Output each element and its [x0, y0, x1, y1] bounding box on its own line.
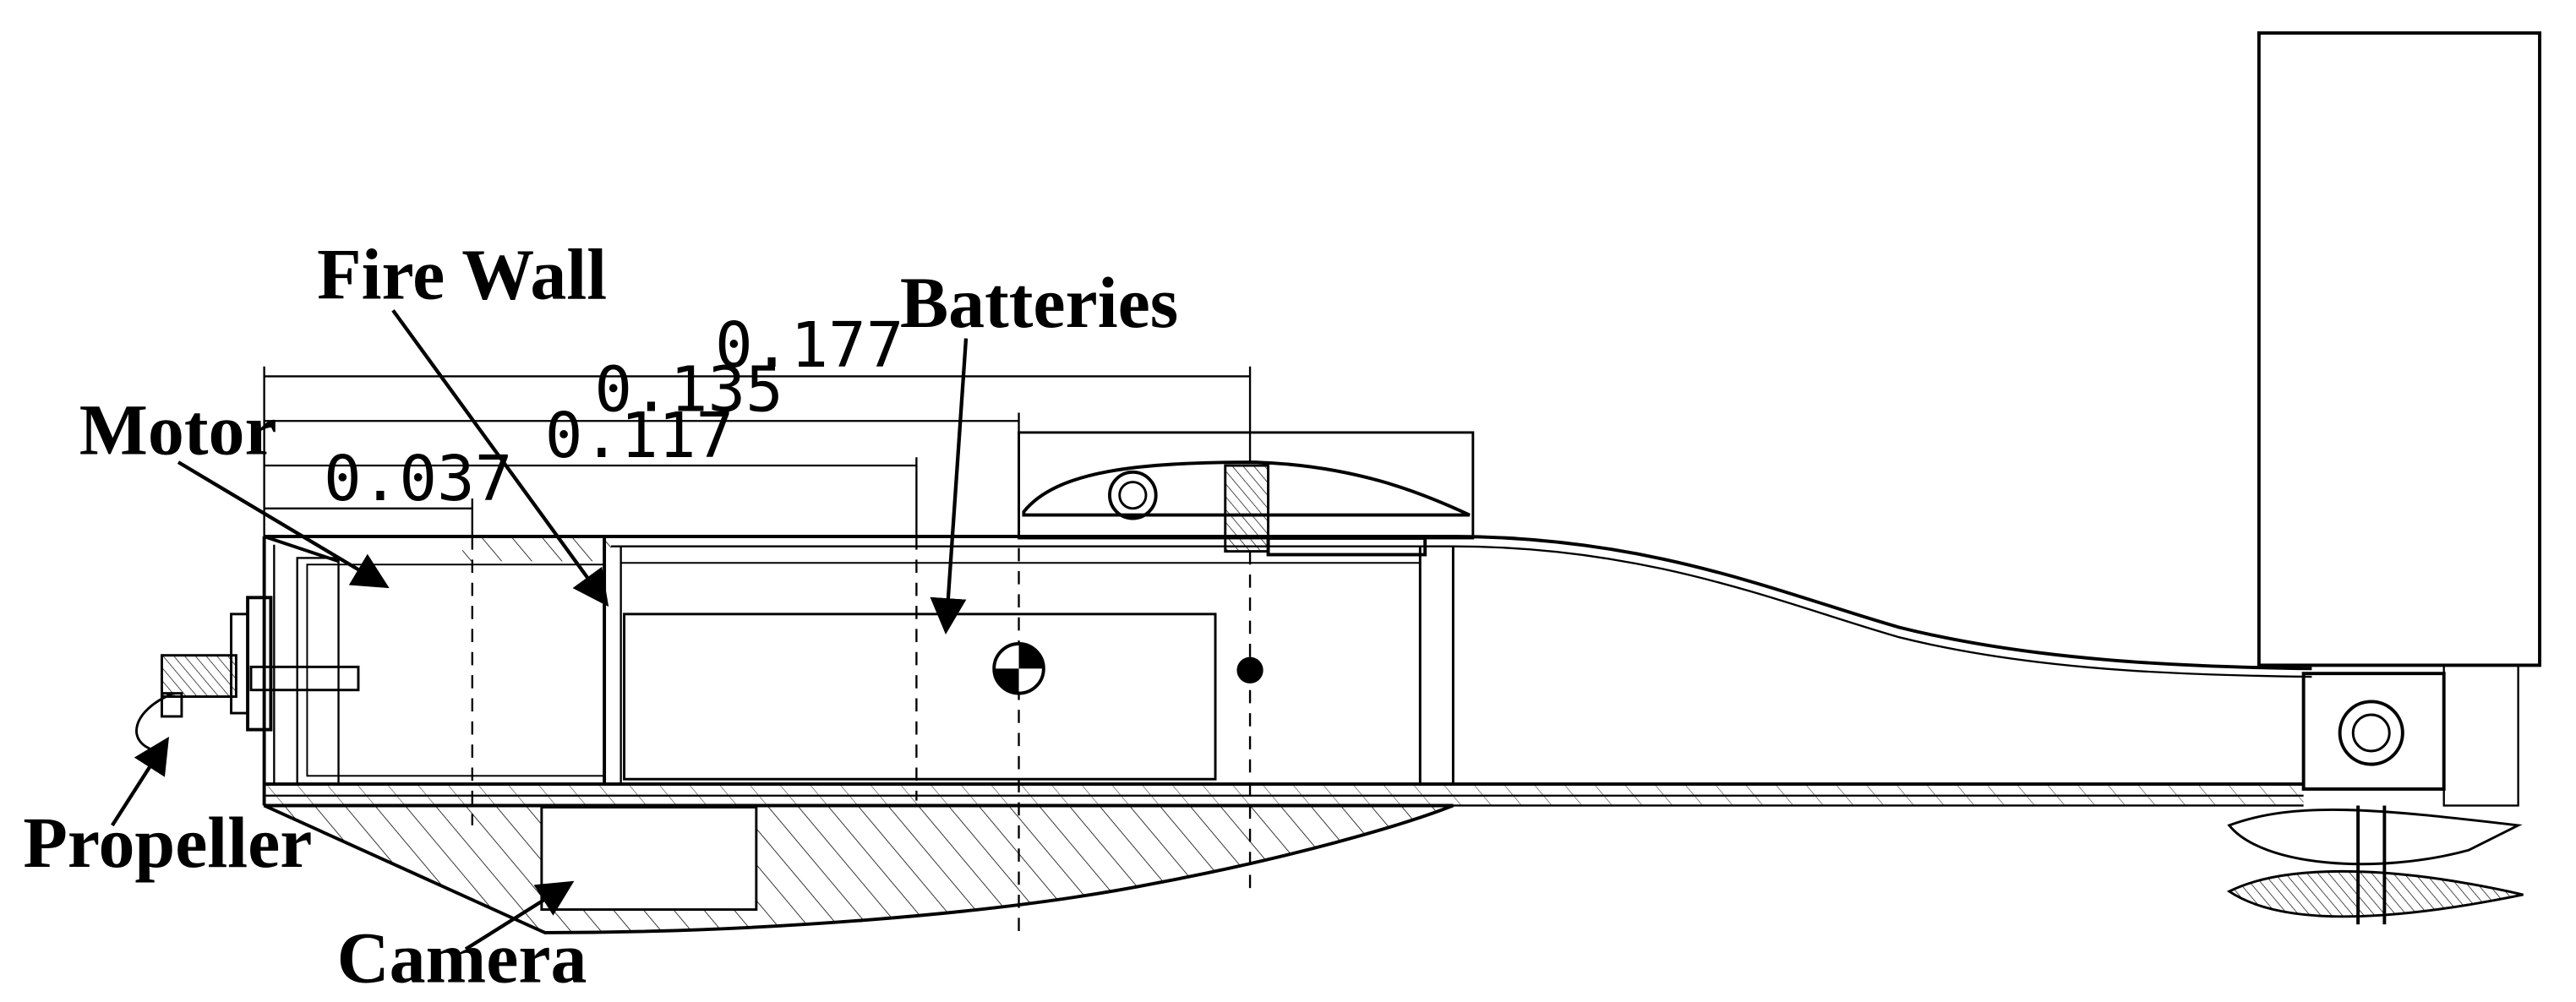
- fuselage: [262, 31, 2541, 925]
- label-propeller: Propeller: [23, 802, 312, 883]
- label-camera: Camera: [337, 918, 587, 999]
- label-motor: Motor: [79, 389, 277, 470]
- callout-arrows: [111, 309, 969, 951]
- propeller-hub: [135, 596, 360, 753]
- label-batteries: Batteries: [900, 262, 1178, 343]
- dimension-0135: 0.135: [594, 353, 783, 427]
- dimension-0117: 0.117: [545, 399, 734, 472]
- dimension-0177: 0.177: [715, 308, 903, 382]
- wing-mount: [1018, 431, 1475, 557]
- dimension-0037: 0.037: [324, 442, 512, 515]
- center-of-gravity-icon: [992, 642, 1045, 695]
- label-fire-wall: Fire Wall: [317, 234, 607, 315]
- reference-point-dot: [1236, 656, 1263, 683]
- belly-fairing: [263, 803, 1454, 934]
